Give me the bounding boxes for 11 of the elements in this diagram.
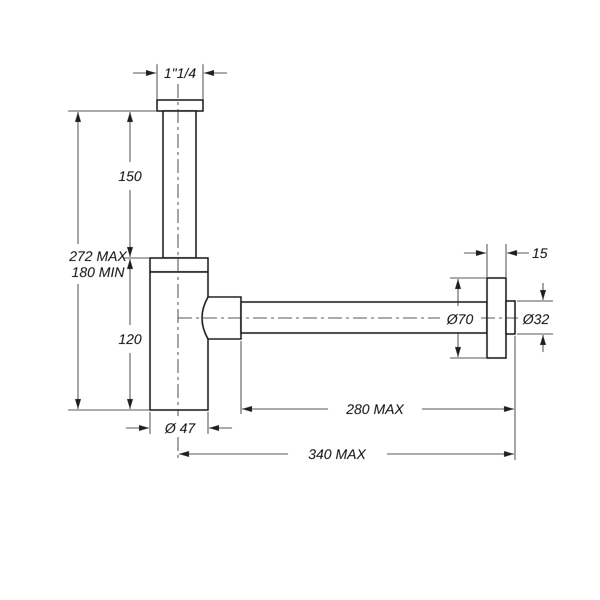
dimension-label: 272 MAX (69, 249, 127, 263)
dimension-label: 15 (532, 246, 548, 260)
dimension-label: 150 (118, 169, 142, 183)
dimension-label: Ø70 (446, 312, 474, 326)
dimension-label: 1"1/4 (164, 66, 196, 80)
dimension-label: Ø32 (522, 312, 550, 326)
dimension-label: 120 (118, 332, 142, 346)
dimension-label: Ø 47 (164, 421, 196, 435)
dimension-label: 340 MAX (308, 447, 366, 461)
dimension-label: 280 MAX (346, 402, 404, 416)
dimension-label: 180 MIN (72, 265, 124, 279)
